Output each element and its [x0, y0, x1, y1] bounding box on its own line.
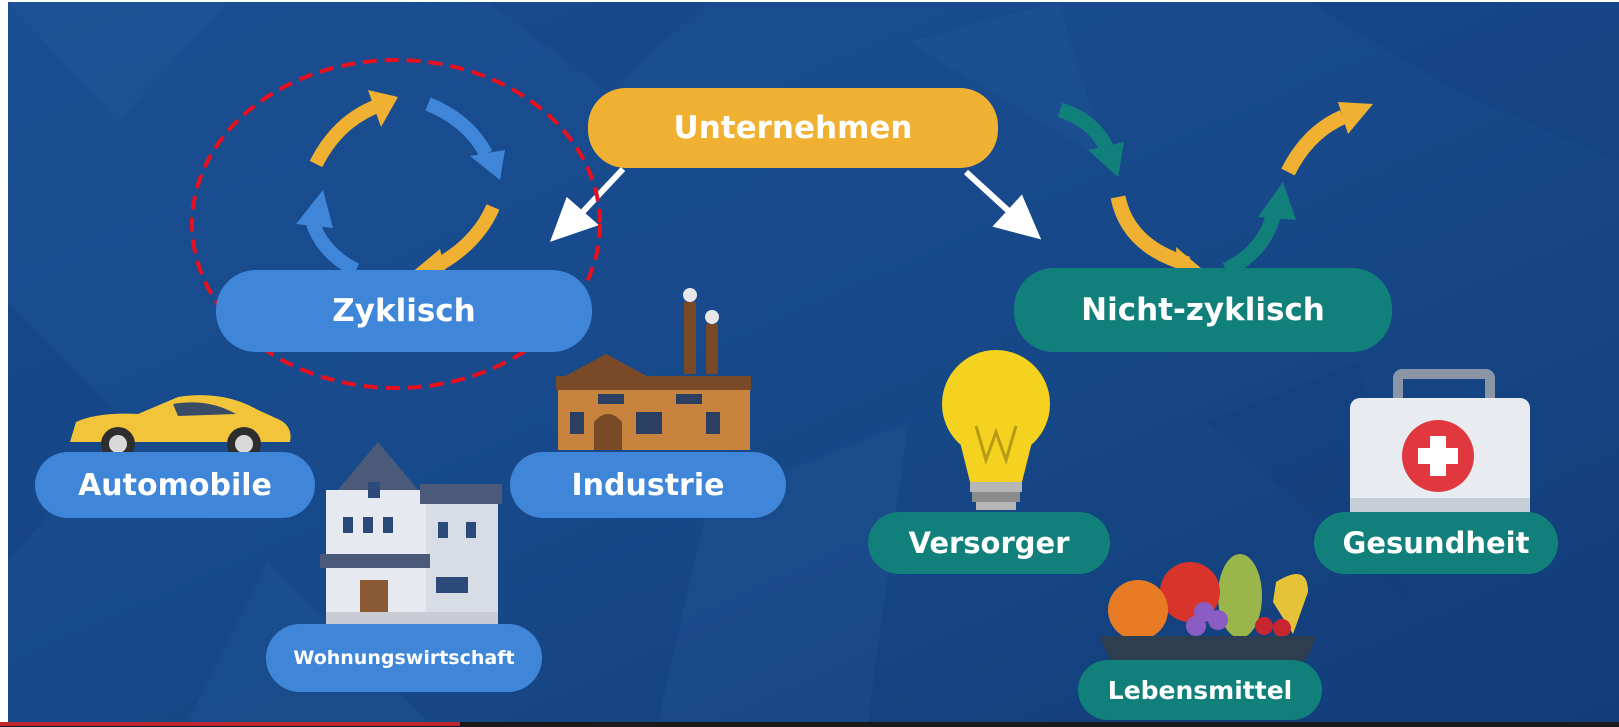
sector-housing: Wohnungswirtschaft	[266, 624, 542, 692]
cyclical-node: Zyklisch	[216, 270, 592, 352]
cycle-arrow-top-left	[309, 98, 383, 168]
cyclical-highlight-ring	[190, 58, 602, 390]
sector-automobile: Automobile	[35, 452, 315, 518]
sector-industry-label: Industrie	[571, 467, 725, 503]
light-bulb-icon	[942, 350, 1050, 510]
house-icon	[320, 442, 502, 625]
first-aid-kit-icon	[1350, 369, 1530, 514]
company-label: Unternehmen	[673, 110, 913, 146]
sector-housing-label: Wohnungswirtschaft	[293, 647, 515, 669]
sector-food-label: Lebensmittel	[1107, 675, 1293, 705]
sector-utilities-label: Versorger	[908, 526, 1070, 560]
cyclical-label: Zyklisch	[332, 293, 476, 329]
branch-arrows	[549, 166, 1042, 242]
cycle-arrow-top-right	[425, 97, 493, 158]
sector-industry: Industrie	[510, 452, 786, 518]
sector-health-label: Gesundheit	[1342, 526, 1530, 560]
sector-health: Gesundheit	[1314, 512, 1558, 574]
noncyclical-label: Nicht-zyklisch	[1081, 292, 1325, 328]
video-progress-track	[0, 722, 1619, 727]
cycle-arrows-icon	[296, 90, 505, 282]
sector-utilities: Versorger	[868, 512, 1110, 574]
factory-icon	[556, 288, 751, 450]
company-node: Unternehmen	[588, 88, 998, 168]
cycle-arrow-bottom-right	[436, 204, 500, 271]
noncyclical-node: Nicht-zyklisch	[1014, 268, 1392, 352]
stable-trend-arrow-icon	[1057, 102, 1373, 284]
sector-automobile-label: Automobile	[78, 467, 272, 503]
video-progress-fill	[0, 722, 460, 726]
sector-food: Lebensmittel	[1078, 660, 1322, 720]
